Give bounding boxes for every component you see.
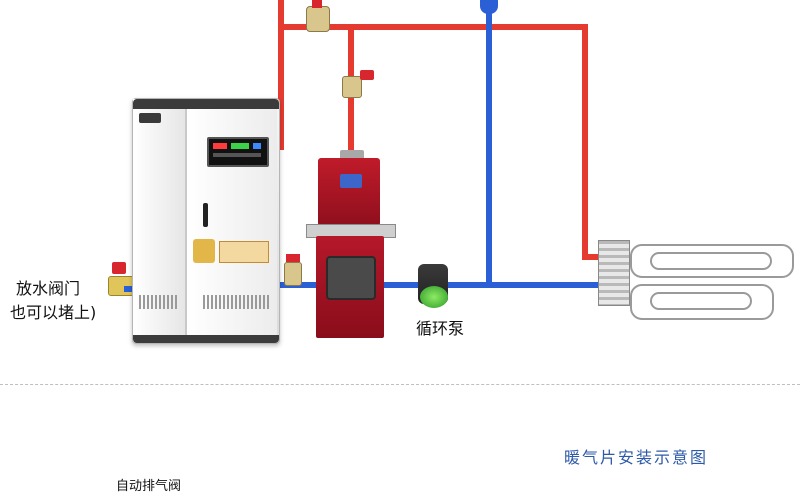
manifold [598,240,630,306]
boiler-badge [193,239,215,263]
boiler-bottom-trim [133,335,279,343]
radiator-diagram-title: 暖气片安装示意图 [564,448,709,467]
drain-valve-handle [112,262,126,274]
return-valve-handle [286,254,300,262]
circulation-pump-rotor [420,286,448,308]
return-valve [284,262,302,286]
circulation-pump-label: 循环泵 [416,319,465,338]
boiler-sticker [219,241,269,263]
boiler-logo [139,113,161,123]
stove-door [326,256,376,300]
floor-heating-loop-lower [630,284,774,320]
auto-vent-valve-label: 自动排气阀 [116,479,182,494]
hot-pipe-right-drop [582,24,588,260]
section-divider [0,384,800,385]
top-gate-valve [306,6,330,32]
electric-boiler [132,98,280,344]
cold-pipe-riser [486,10,492,288]
drain-valve-stub [124,286,134,292]
boiler-control-display [207,137,269,167]
boiler-left-vent [139,295,179,309]
stove-firebox [316,236,384,338]
auto-vent-fitting [480,0,498,14]
boiler-handle [203,203,208,227]
hot-pipe-to-manifold [582,254,602,260]
stove-chimney [340,150,364,160]
hot-pipe-riser [278,0,284,150]
hot-pipe-top [278,24,588,30]
drain-valve-label-line2: 也可以堵上) [10,303,97,322]
boiler-top-trim [133,99,279,109]
floor-heating-loop-lower-inner [650,292,752,310]
boiler-right-vent [203,295,269,309]
stove-supply-valve [342,76,362,98]
floor-heating-loop-upper-inner [650,252,772,270]
stove-upper-body [318,158,380,226]
floor-heating-loop-upper [630,244,794,278]
stove-valve-handle [360,70,374,80]
drain-valve-label-line1: 放水阀门 [16,279,81,298]
top-valve-handle [312,0,322,8]
stove-badge [340,174,362,188]
